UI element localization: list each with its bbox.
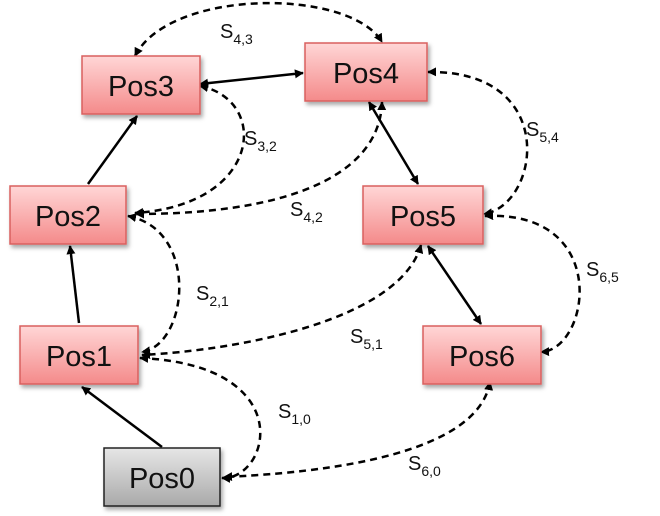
switch-label-s10: S1,0 <box>278 401 311 427</box>
edge-pos4-pos5 <box>367 101 420 185</box>
node-pos5[interactable]: Pos5 <box>362 185 484 245</box>
node-pos1-label: Pos1 <box>46 341 112 373</box>
node-pos6-label: Pos6 <box>449 341 515 373</box>
node-pos3[interactable]: Pos3 <box>81 55 201 115</box>
switch-label-s65: S6,5 <box>586 259 619 285</box>
switch-label-s32: S3,2 <box>244 128 277 154</box>
node-pos0-label: Pos0 <box>129 463 195 495</box>
switch-label-s42: S4,2 <box>290 199 323 225</box>
node-pos0[interactable]: Pos0 <box>103 447 221 507</box>
node-pos1[interactable]: Pos1 <box>19 325 139 385</box>
switch-label-s54: S5,4 <box>526 119 559 145</box>
switch-label-s60: S6,0 <box>408 453 441 479</box>
solid-edges <box>66 69 483 448</box>
edge-pos2-pos3 <box>86 115 139 185</box>
edge-pos0-pos1 <box>81 386 163 448</box>
switch-label-s43: S4,3 <box>220 21 253 47</box>
edge-pos5-pos6 <box>426 245 483 325</box>
edge-pos3-pos4 <box>199 69 304 88</box>
node-pos3-label: Pos3 <box>108 71 174 103</box>
node-pos2-label: Pos2 <box>35 201 101 233</box>
switch-label-s51: S5,1 <box>350 326 383 352</box>
switch-edge-s42 <box>135 101 387 219</box>
switch-label-s21: S2,1 <box>196 283 229 309</box>
switch-edge-s65 <box>484 211 581 357</box>
edge-pos1-pos2 <box>66 245 81 324</box>
switch-edge-s60 <box>223 381 494 482</box>
node-pos4[interactable]: Pos4 <box>304 42 428 102</box>
node-pos2[interactable]: Pos2 <box>9 185 127 245</box>
node-pos5-label: Pos5 <box>390 201 456 233</box>
node-pos4-label: Pos4 <box>333 58 399 90</box>
switch-edges <box>127 1 581 483</box>
node-pos6[interactable]: Pos6 <box>422 325 542 385</box>
